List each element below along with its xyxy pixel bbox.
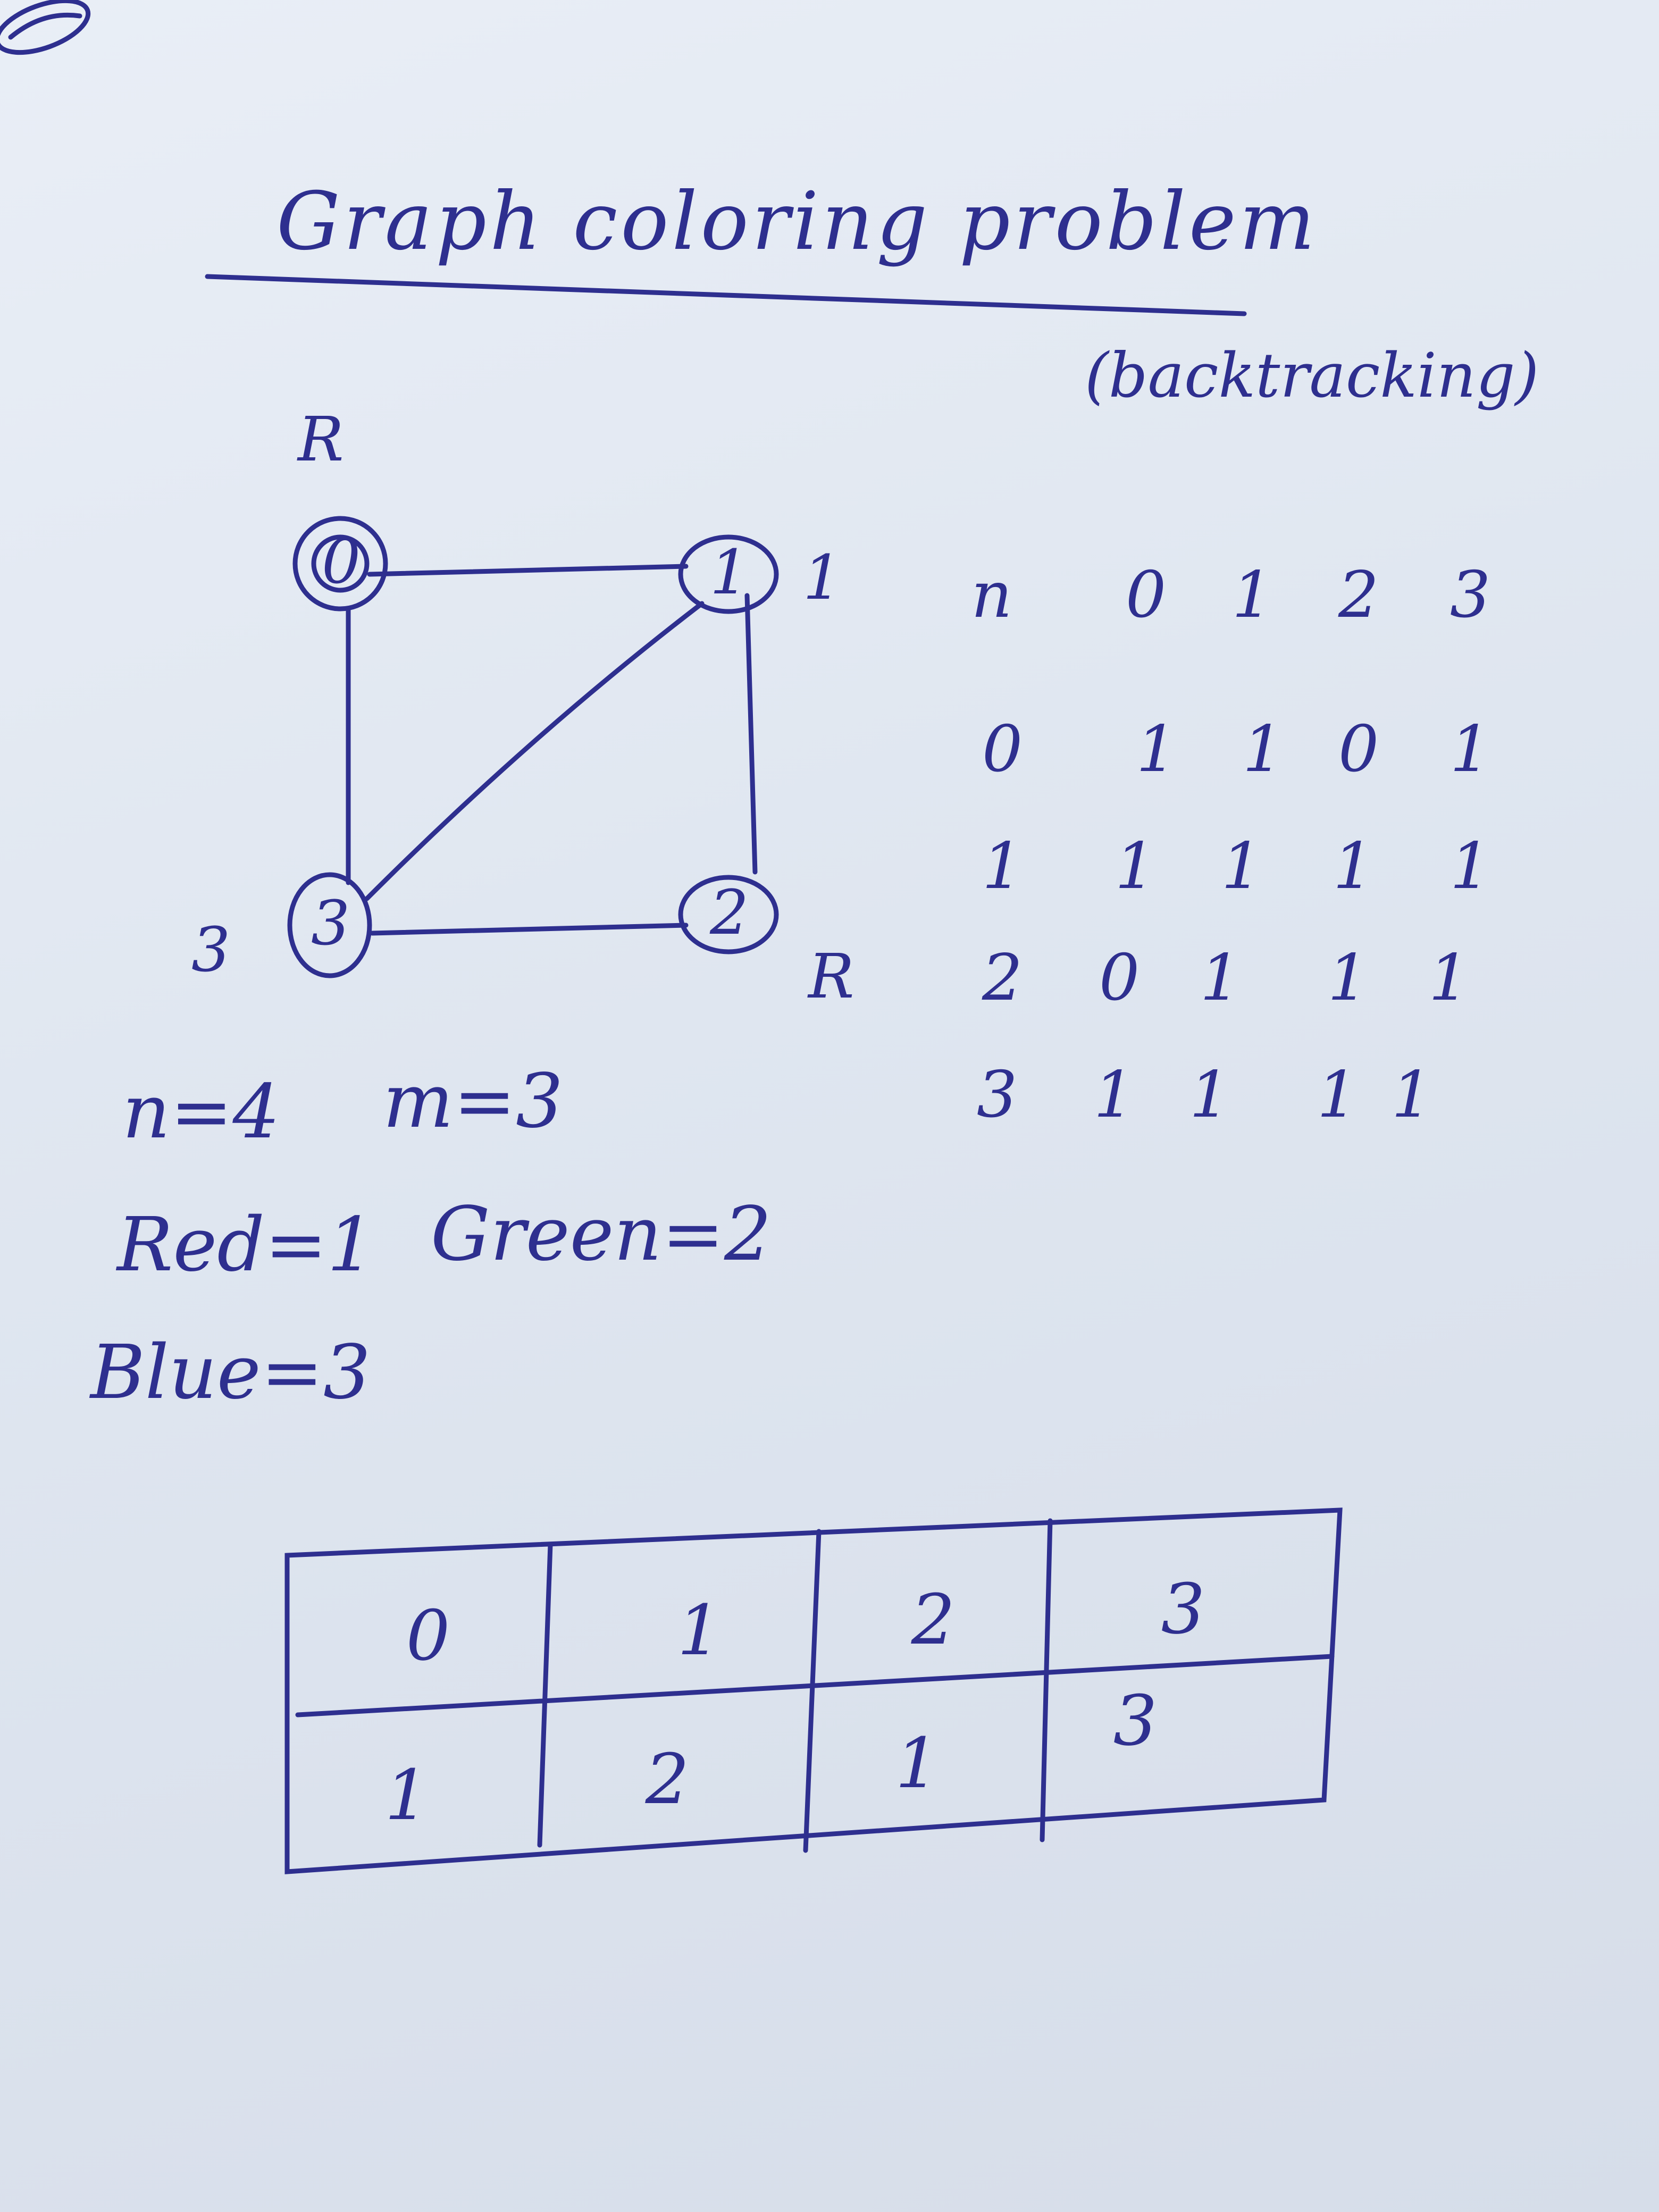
matrix-cell: 1: [1449, 830, 1491, 903]
matrix-row-label: 2: [982, 941, 1023, 1015]
matrix-cell: 1: [1221, 830, 1262, 903]
table-color-cell: 3: [1113, 1680, 1158, 1761]
node-3-id: 3: [311, 888, 350, 959]
matrix-row-label: 3: [976, 1058, 1018, 1132]
matrix-header: 1: [1231, 558, 1273, 632]
table-vertex-cell: 1: [677, 1590, 722, 1671]
matrix-row-label: 0: [982, 713, 1023, 786]
node-1-color-label: 1: [803, 542, 842, 614]
matrix-cell: 1: [1428, 941, 1470, 1015]
matrix-header: 0: [1125, 558, 1167, 632]
matrix-cell: 1: [1317, 1058, 1358, 1132]
matrix-cell: 1: [1189, 1058, 1230, 1132]
node-0-id: 0: [322, 526, 361, 598]
table-vertex-cell: 3: [1161, 1569, 1205, 1649]
matrix-cell: 0: [1099, 941, 1140, 1015]
matrix-header: 2: [1338, 558, 1379, 632]
node-2-id: 2: [710, 877, 749, 949]
node-2-circle: [678, 875, 779, 954]
matrix-corner: n: [971, 558, 1012, 632]
matrix-header: 3: [1449, 558, 1491, 632]
edge-0-1: [367, 564, 689, 577]
node-2-color-label: R: [808, 941, 854, 1012]
n-value: n=4: [122, 1069, 280, 1155]
page-subtitle: (backtracking): [1085, 340, 1539, 412]
title-underline: [205, 274, 1247, 316]
m-value: m=3: [383, 1058, 564, 1145]
matrix-cell: 0: [1338, 713, 1379, 786]
matrix-cell: 1: [1391, 1058, 1432, 1132]
table-border: [284, 1507, 1343, 1874]
table-color-cell: 1: [895, 1723, 940, 1804]
table-color-cell: 2: [645, 1739, 690, 1820]
matrix-cell: 1: [1115, 830, 1156, 903]
matrix-cell: 1: [1449, 713, 1491, 786]
table-row-divider: [295, 1654, 1335, 1717]
matrix-cell: 1: [1136, 713, 1177, 786]
matrix-cell: 1: [1327, 941, 1369, 1015]
edge-1-2: [744, 593, 758, 875]
matrix-cell: 1: [1242, 713, 1284, 786]
red-value: Red=1: [117, 1202, 375, 1288]
node-1-id: 1: [710, 537, 749, 608]
matrix-row-label: 1: [982, 830, 1023, 903]
table-color-cell: 1: [384, 1755, 429, 1836]
node-3-color-label: 3: [191, 915, 231, 986]
edge-3-2: [370, 923, 689, 936]
page-title: Graph coloring problem: [276, 175, 1318, 268]
matrix-cell: 1: [1093, 1058, 1135, 1132]
table-vertex-cell: 2: [911, 1579, 956, 1660]
matrix-cell: 1: [1200, 941, 1241, 1015]
node-0-circle: [292, 516, 388, 611]
node-1-circle: [678, 534, 779, 614]
node-3-circle: [287, 872, 372, 978]
green-value: Green=2: [431, 1191, 772, 1278]
blue-value: Blue=3: [90, 1329, 371, 1416]
node-0-color-label: R: [298, 404, 344, 475]
table-vertex-cell: 0: [406, 1595, 450, 1676]
edge-1-3: [364, 601, 705, 901]
matrix-cell: 1: [1333, 830, 1374, 903]
